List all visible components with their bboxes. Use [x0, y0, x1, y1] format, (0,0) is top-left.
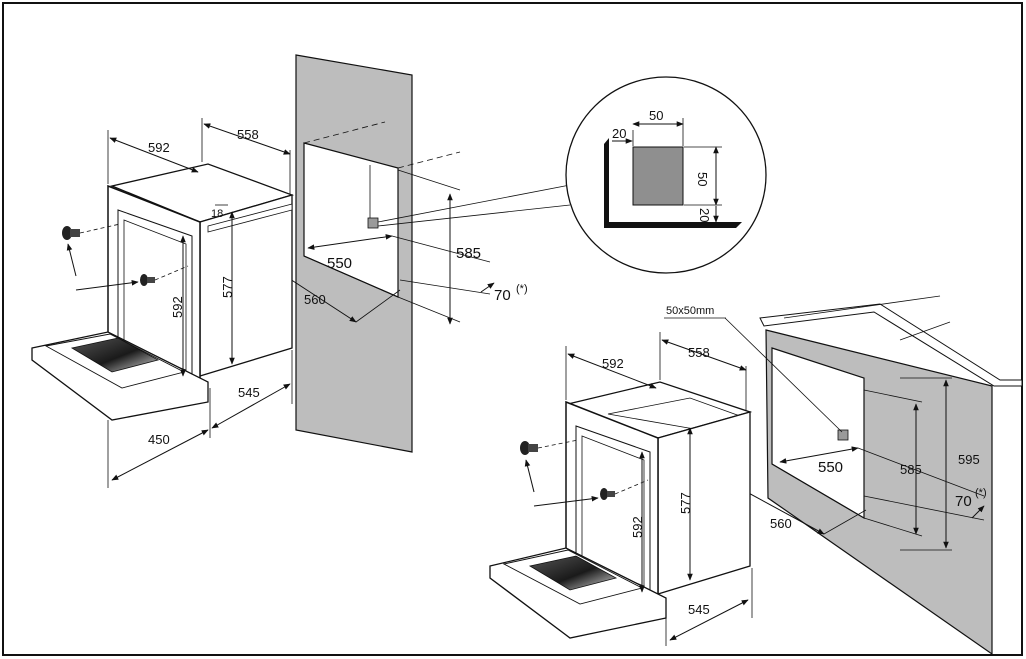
oven-left-window	[70, 337, 160, 373]
niche-left-width-front-label: 560	[304, 292, 326, 307]
niche-left-height-label: 585	[456, 245, 481, 262]
oven-right-inner-height-label: 592	[630, 516, 645, 538]
niche-right-back-gap-label: 70	[955, 493, 972, 510]
oven-left-depth-label: 558	[237, 127, 259, 142]
niche-left-back-gap-label: 70	[494, 287, 511, 304]
vent-size-v-label: 50	[695, 172, 710, 186]
oven-right-depth-label: 558	[688, 345, 710, 360]
cabinet-right	[664, 295, 1023, 656]
arrow-icon	[533, 496, 599, 507]
vent-edge-h-label: 20	[612, 126, 626, 141]
vent-detail-circle	[565, 76, 767, 274]
arrow-icon	[75, 280, 139, 291]
vent-detail-square	[632, 146, 684, 206]
arrow-icon	[524, 459, 535, 493]
oven-left	[31, 118, 295, 488]
niche-left-back-gap-note: (*)	[516, 283, 528, 295]
oven-left-top-gap-label: 18	[211, 208, 223, 220]
wall-panel-left	[269, 54, 571, 453]
oven-left-width-label: 592	[148, 140, 170, 155]
vent-opening-left	[367, 217, 379, 229]
vent-opening-right	[837, 429, 849, 441]
oven-right-height-label: 577	[678, 492, 693, 514]
niche-right-vent-label: 50x50mm	[666, 305, 714, 317]
oven-right-width-label: 592	[602, 356, 624, 371]
oven-left-door-open-label: 450	[148, 432, 170, 447]
oven-right-body-depth-label: 545	[688, 602, 710, 617]
oven-left-height-label: 577	[220, 276, 235, 298]
oven-left-body-depth-label: 545	[238, 385, 260, 400]
arrow-icon	[66, 243, 77, 277]
screw-icon	[62, 226, 80, 240]
screw-icon	[520, 441, 538, 455]
niche-right-height-inner-label: 585	[900, 462, 922, 477]
oven-left-inner-height-label: 592	[170, 296, 185, 318]
oven-right-window	[528, 555, 618, 591]
screw-icon	[140, 274, 155, 286]
vent-edge-v-label: 20	[697, 208, 712, 222]
oven-left-door	[31, 331, 209, 421]
screw-icon	[600, 488, 615, 500]
niche-right-width-front-label: 560	[770, 516, 792, 531]
niche-right-width-inner-label: 550	[818, 459, 843, 476]
niche-left-width-inner-label: 550	[327, 255, 352, 272]
vent-size-h-label: 50	[649, 108, 663, 123]
niche-right-back-gap-note: (*)	[975, 487, 987, 499]
oven-right	[489, 332, 753, 646]
niche-right-height-outer-label: 595	[958, 452, 980, 467]
